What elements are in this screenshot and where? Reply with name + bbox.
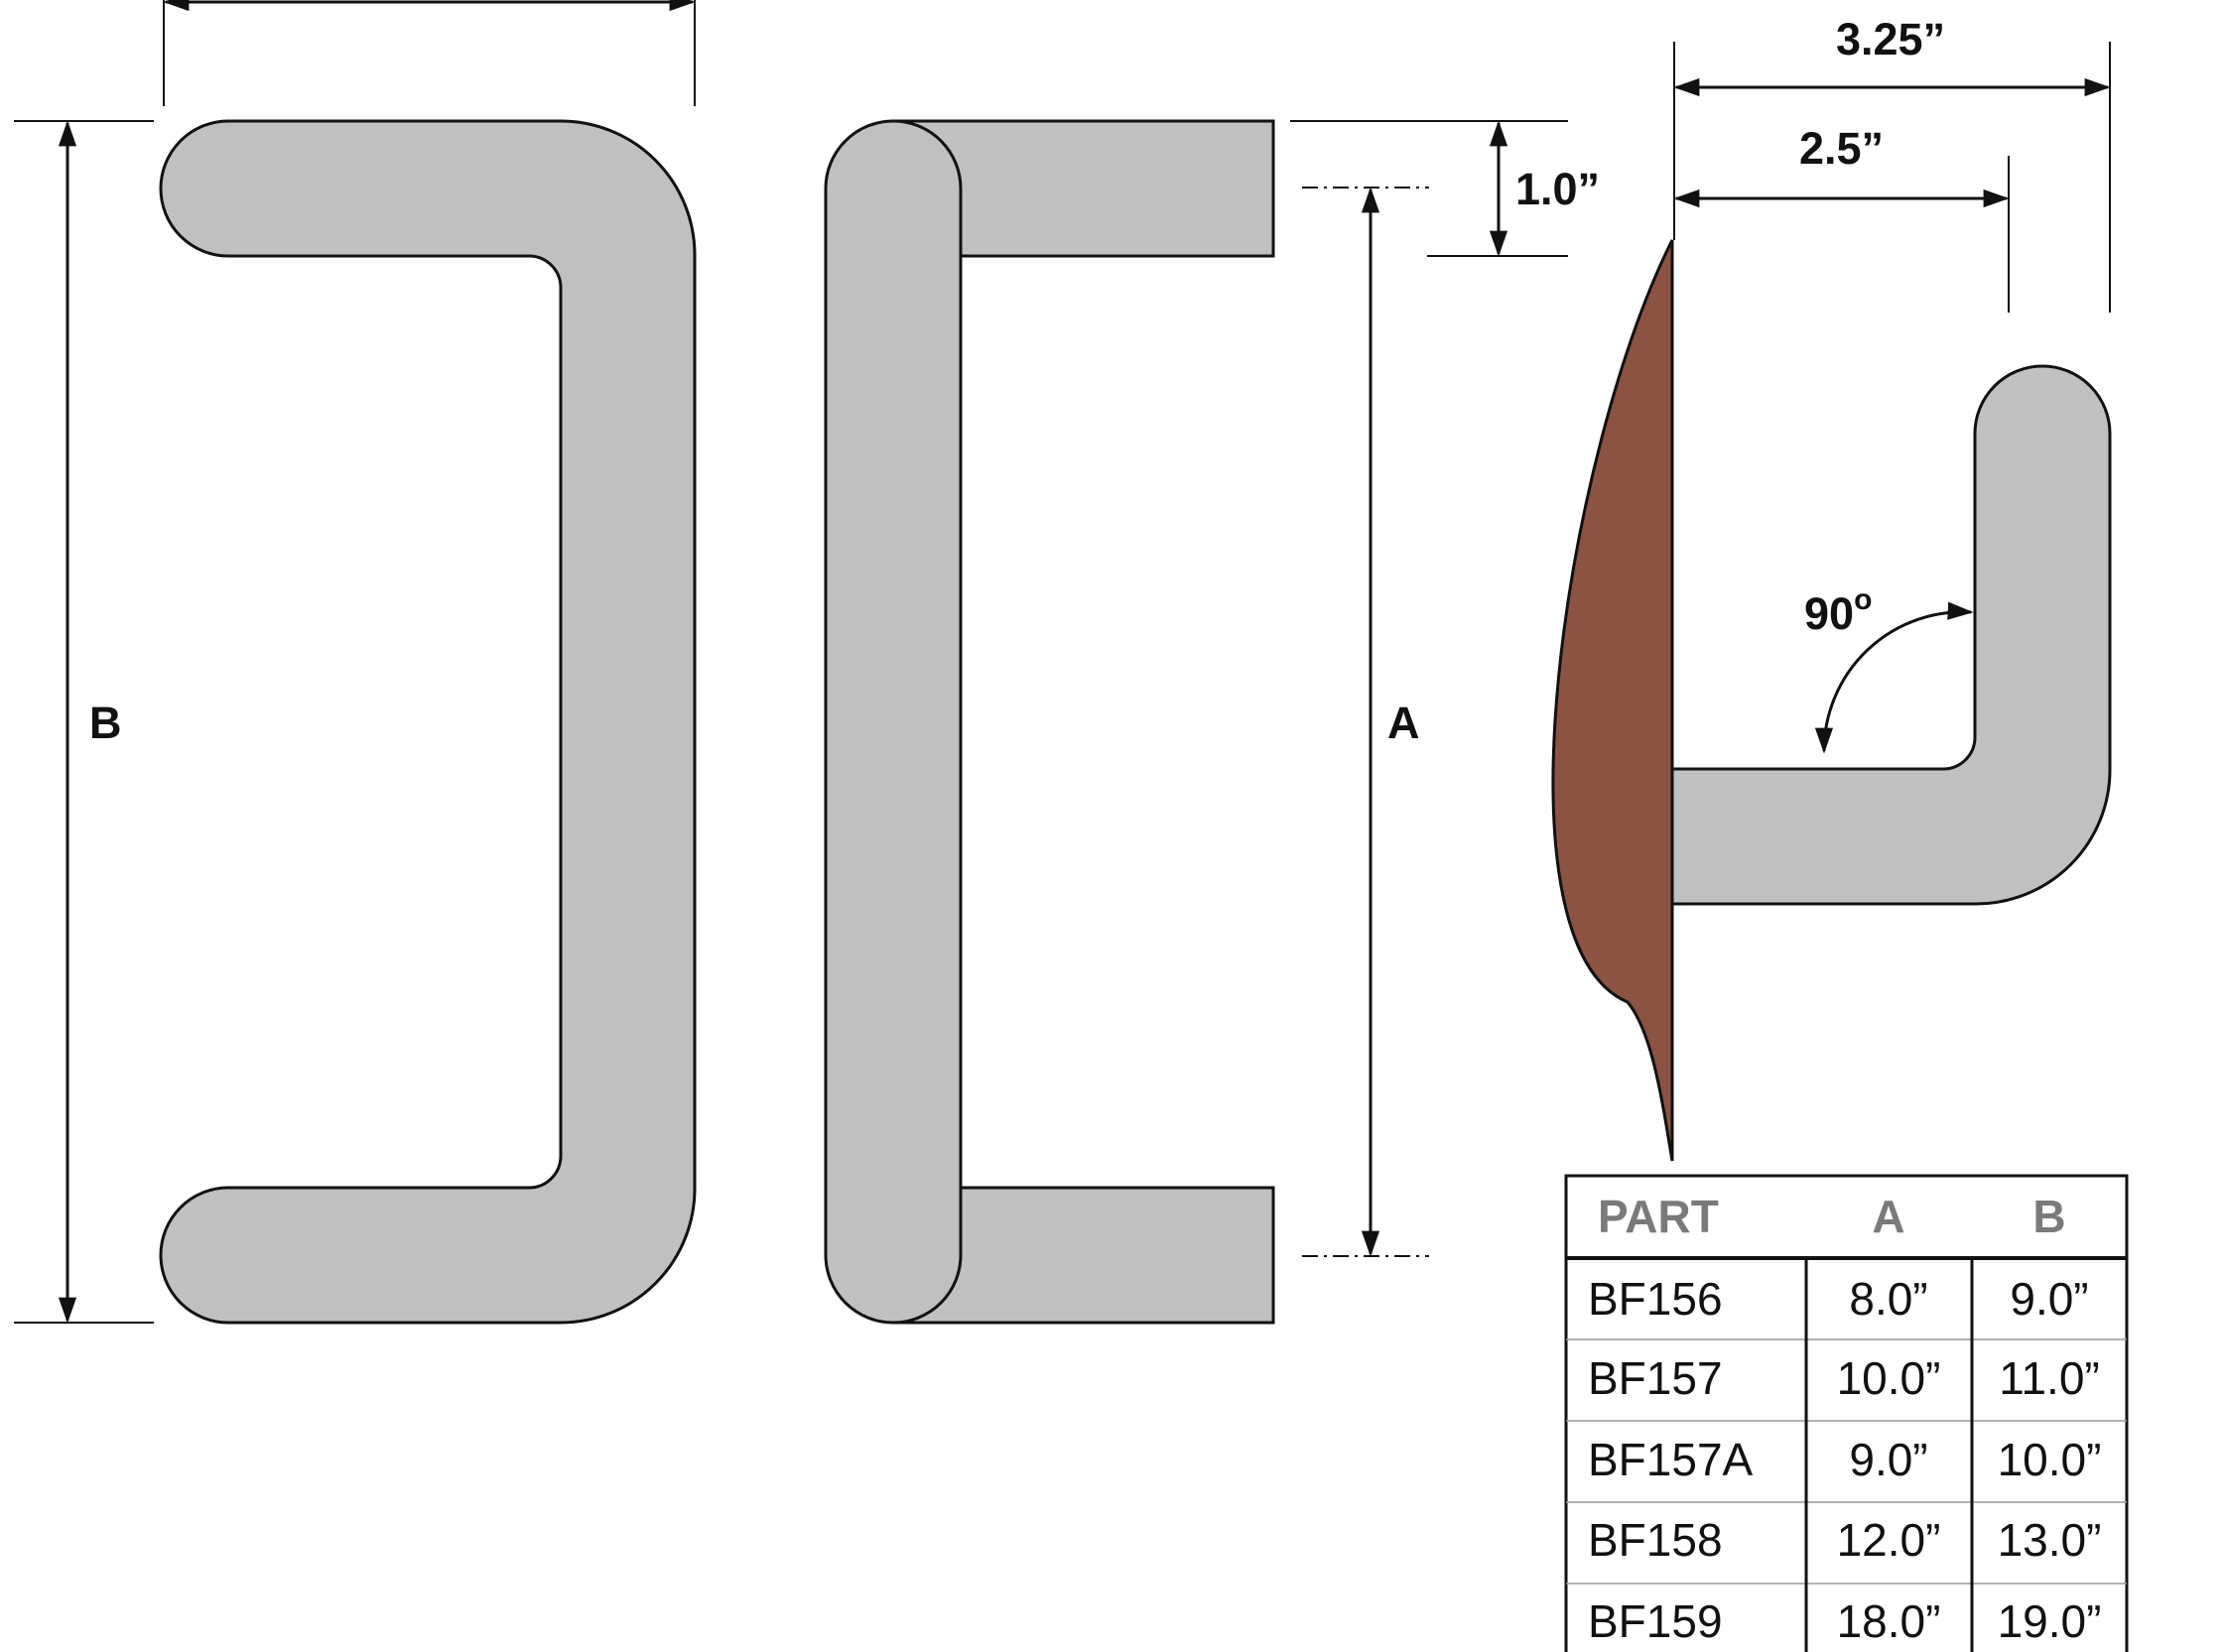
plan-view: 3.25” 2.5” 90o <box>1551 14 2112 1162</box>
front-view-handle-shape <box>159 119 697 1325</box>
degree-symbol: o <box>1854 583 1872 616</box>
overall-width-label: 3.25” <box>1836 14 1945 64</box>
projection-label: 2.5” <box>1799 123 1884 174</box>
table-cell-a: 9.0” <box>1849 1434 1927 1485</box>
b-dimension-label: B <box>89 698 122 748</box>
table-cell-b: 10.0” <box>1998 1434 2102 1485</box>
table-header-part: PART <box>1598 1191 1719 1242</box>
table-cell-part: BF157 <box>1588 1352 1723 1404</box>
table-frame <box>1564 1174 2129 1652</box>
table-cell-b: 9.0” <box>2010 1273 2088 1325</box>
table-cell-part: BF159 <box>1588 1595 1723 1647</box>
table-cell-b: 11.0” <box>1999 1352 2099 1404</box>
table-header-a: A <box>1872 1191 1904 1242</box>
table-cell-a: 12.0” <box>1837 1514 1941 1566</box>
angle-label: 90o <box>1804 583 1872 639</box>
diameter-dimension-label: 1.0” <box>1515 164 1600 214</box>
a-dimension-label: A <box>1387 698 1420 748</box>
front-view: B <box>14 0 697 1325</box>
plan-view-handle-shape <box>1670 364 2112 906</box>
table-cell-a: 8.0” <box>1849 1273 1927 1325</box>
table-header-b: B <box>2032 1191 2065 1242</box>
table-cell-part: BF157A <box>1588 1434 1754 1485</box>
part-table: PART A B BF156 8.0” 9.0” BF157 10.0” 11.… <box>1564 1174 2129 1652</box>
table-cell-part: BF156 <box>1588 1273 1723 1325</box>
table-cell-b: 13.0” <box>1998 1514 2102 1566</box>
angle-arc <box>1814 601 1974 754</box>
side-view: 1.0” A <box>824 119 1600 1325</box>
table-cell-b: 19.0” <box>1998 1595 2102 1647</box>
side-view-grip <box>824 119 963 1325</box>
table-cell-a: 10.0” <box>1837 1352 1941 1404</box>
table-cell-a: 18.0” <box>1837 1595 1941 1647</box>
table-cell-part: BF158 <box>1588 1514 1723 1566</box>
door-section <box>1551 239 1674 1162</box>
